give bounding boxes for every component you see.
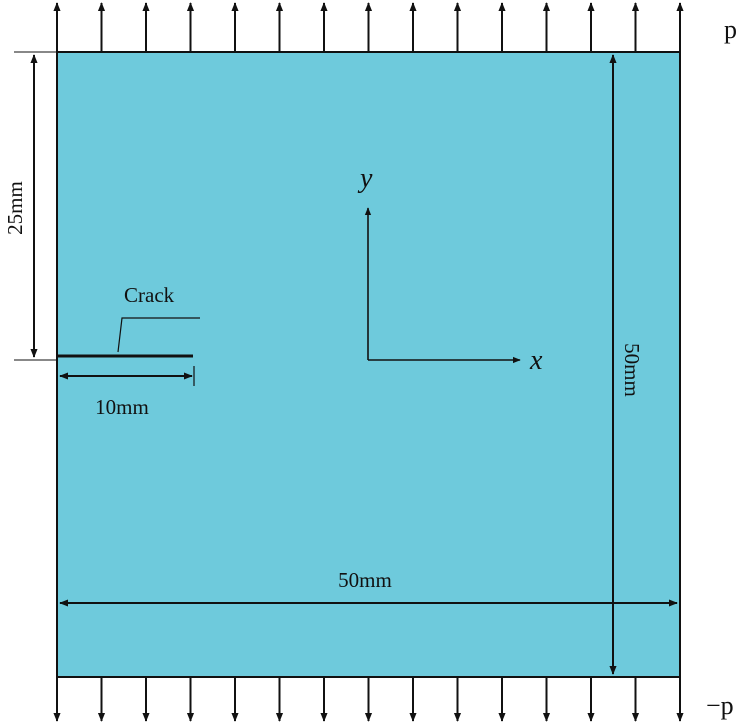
height-label: 50mm bbox=[620, 343, 644, 397]
top-load-arrows bbox=[53, 2, 684, 52]
half-height-label: 25mm bbox=[3, 181, 27, 235]
y-axis-label: y bbox=[357, 163, 373, 194]
half-height-dimension: 25mm bbox=[3, 51, 57, 361]
load-label-top: p bbox=[724, 15, 737, 44]
x-axis-label: x bbox=[529, 345, 543, 376]
height-dimension: 50mm bbox=[609, 54, 644, 675]
crack-leader-line bbox=[117, 317, 200, 353]
crack-length-label: 10mm bbox=[95, 395, 149, 419]
plate bbox=[56, 51, 681, 678]
bottom-load-arrows bbox=[53, 677, 684, 722]
crack-label: Crack bbox=[124, 283, 175, 307]
load-label-bottom: −p bbox=[706, 691, 734, 720]
coordinate-axes: x y bbox=[357, 163, 543, 376]
width-label: 50mm bbox=[338, 568, 392, 592]
width-dimension: 50mm bbox=[59, 568, 678, 607]
crack-length-dimension: 10mm bbox=[59, 366, 195, 419]
